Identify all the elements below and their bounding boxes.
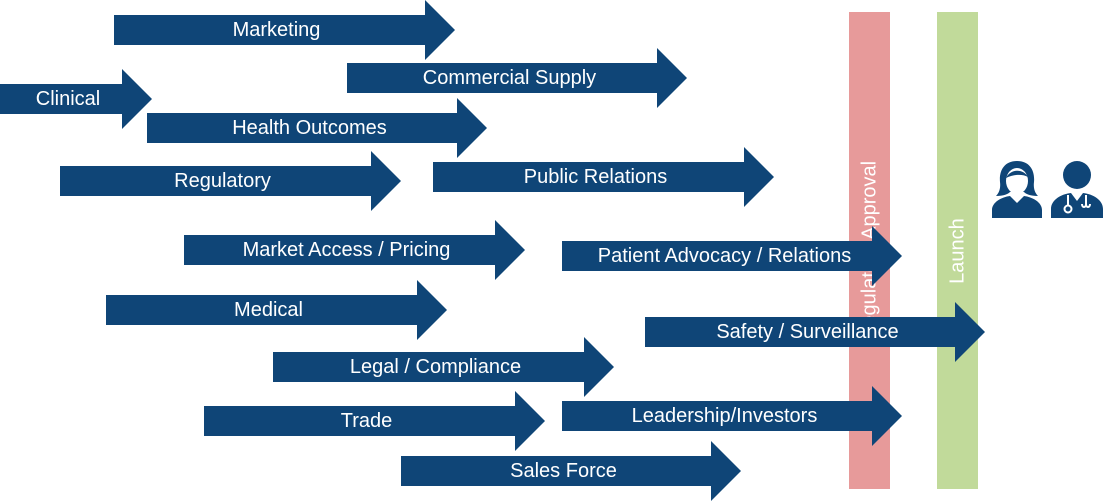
arrow-label: Safety / Surveillance [716,321,899,343]
arrow-label: Clinical [35,88,101,110]
arrow-label: Legal / Compliance [349,356,522,378]
patient-icon [992,161,1042,218]
arrow-label: Leadership/Investors [631,405,818,427]
arrow-label: Marketing [232,19,321,41]
arrow-label: Trade [340,410,393,432]
launch-label: Launch [946,217,968,284]
arrow-label: Regulatory [174,170,271,192]
arrow-label: Patient Advocacy / Relations [597,245,852,267]
arrow-label: Public Relations [523,166,668,188]
arrow-label: Sales Force [510,460,617,482]
arrow-label: Market Access / Pricing [242,239,451,261]
arrow-label: Commercial Supply [422,67,597,89]
launch-band: Launch [937,12,978,489]
arrow-label: Medical [234,299,303,321]
arrow-label: Health Outcomes [232,117,387,139]
doctor-icon [1051,161,1103,218]
